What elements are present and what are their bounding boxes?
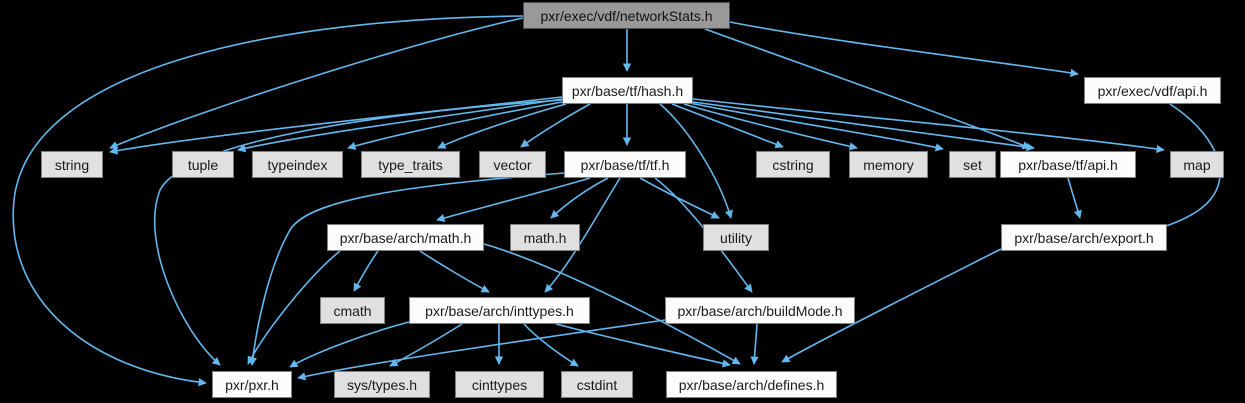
graph-node-label: map bbox=[1183, 156, 1211, 173]
graph-edge bbox=[523, 323, 579, 367]
graph-edge bbox=[1067, 177, 1082, 219]
graph-edge bbox=[389, 323, 463, 367]
graph-node-label: utility bbox=[720, 229, 752, 246]
graph-node-label: pxr/base/arch/defines.h bbox=[678, 376, 825, 393]
graph-node-archdefines[interactable]: pxr/base/arch/defines.h bbox=[666, 371, 837, 398]
graph-edge bbox=[347, 101, 563, 150]
graph-node-label: cmath bbox=[333, 302, 372, 319]
graph-edge bbox=[419, 250, 490, 293]
graph-node-cinttypes[interactable]: cinttypes bbox=[455, 371, 544, 398]
graph-edge bbox=[704, 28, 1031, 150]
graph-edge bbox=[550, 177, 609, 219]
graph-node-cmath[interactable]: cmath bbox=[320, 297, 385, 324]
graph-edge bbox=[683, 103, 858, 151]
graph-edge bbox=[109, 17, 524, 149]
graph-node-label: cinttypes bbox=[471, 376, 528, 393]
graph-node-label: tuple bbox=[187, 156, 219, 173]
graph-edge bbox=[555, 323, 731, 368]
graph-node-label: typeindex bbox=[267, 156, 328, 173]
graph-node-archinttypes[interactable]: pxr/base/arch/inttypes.h bbox=[409, 297, 590, 324]
graph-edge bbox=[353, 250, 379, 292]
graph-edge bbox=[729, 21, 1079, 77]
graph-node-label: cstring bbox=[772, 156, 814, 173]
graph-node-label: pxr/base/arch/math.h bbox=[339, 229, 472, 246]
graph-node-cstdint[interactable]: cstdint bbox=[561, 371, 633, 398]
graph-node-tfapi[interactable]: pxr/base/tf/api.h bbox=[1000, 151, 1136, 178]
graph-edge bbox=[297, 319, 666, 381]
graph-edge bbox=[483, 243, 741, 365]
graph-edge bbox=[247, 250, 341, 365]
graph-node-pxrpxr[interactable]: pxr/pxr.h bbox=[212, 371, 292, 398]
graph-node-tfhash[interactable]: pxr/base/tf/hash.h bbox=[562, 77, 693, 104]
graph-edge bbox=[520, 103, 591, 148]
graph-node-label: type_traits bbox=[378, 156, 443, 173]
graph-node-memory[interactable]: memory bbox=[849, 151, 928, 178]
graph-node-label: pxr/base/tf/tf.h bbox=[580, 156, 670, 173]
graph-node-cstring[interactable]: cstring bbox=[756, 151, 830, 178]
graph-node-vdfapi[interactable]: pxr/exec/vdf/api.h bbox=[1084, 77, 1221, 104]
graph-edge bbox=[544, 177, 621, 293]
graph-edge bbox=[689, 102, 944, 152]
graph-node-networkStats[interactable]: pxr/exec/vdf/networkStats.h bbox=[523, 2, 730, 29]
graph-node-tuple[interactable]: tuple bbox=[172, 151, 234, 178]
graph-node-label: pxr/base/arch/buildMode.h bbox=[677, 302, 843, 319]
graph-node-typeindex[interactable]: typeindex bbox=[252, 151, 343, 178]
graph-node-label: cstdint bbox=[576, 376, 618, 393]
graph-node-label: memory bbox=[863, 156, 914, 173]
graph-node-archexport[interactable]: pxr/base/arch/export.h bbox=[1001, 224, 1167, 251]
graph-edge bbox=[781, 248, 1002, 363]
graph-node-utility[interactable]: utility bbox=[703, 224, 769, 251]
graph-node-label: vector bbox=[493, 156, 532, 173]
graph-edge bbox=[659, 103, 733, 219]
graph-node-label: math.h bbox=[523, 229, 567, 246]
graph-edge bbox=[12, 15, 524, 387]
graph-node-label: pxr/pxr.h bbox=[225, 376, 279, 393]
graph-node-tftf[interactable]: pxr/base/tf/tf.h bbox=[564, 151, 686, 178]
graph-node-label: set bbox=[963, 156, 982, 173]
graph-node-label: pxr/base/arch/inttypes.h bbox=[425, 302, 574, 319]
graph-edge bbox=[692, 101, 1035, 152]
graph-node-archmath[interactable]: pxr/base/arch/math.h bbox=[327, 224, 484, 251]
graph-edge bbox=[437, 103, 567, 149]
graph-node-vector[interactable]: vector bbox=[479, 151, 546, 178]
graph-node-archbuildmode[interactable]: pxr/base/arch/buildMode.h bbox=[665, 297, 855, 324]
graph-node-type_traits[interactable]: type_traits bbox=[361, 151, 460, 178]
graph-node-label: pxr/exec/vdf/api.h bbox=[1097, 82, 1208, 99]
graph-edge bbox=[750, 323, 759, 365]
graph-node-systypes[interactable]: sys/types.h bbox=[334, 371, 430, 398]
graph-edge bbox=[237, 98, 563, 153]
graph-node-label: pxr/base/tf/hash.h bbox=[571, 82, 684, 99]
graph-edge bbox=[671, 103, 784, 149]
graph-node-label: pxr/base/tf/api.h bbox=[1018, 156, 1118, 173]
graph-edge bbox=[692, 98, 1165, 154]
graph-node-label: pxr/exec/vdf/networkStats.h bbox=[540, 7, 713, 24]
graph-node-label: string bbox=[54, 156, 90, 173]
graph-node-map[interactable]: map bbox=[1170, 151, 1224, 178]
graph-node-string[interactable]: string bbox=[41, 151, 103, 178]
graph-edge bbox=[436, 177, 591, 222]
graph-node-set[interactable]: set bbox=[949, 151, 996, 178]
graph-node-label: pxr/base/arch/export.h bbox=[1014, 229, 1154, 246]
graph-edge bbox=[248, 172, 565, 366]
graph-edge bbox=[289, 321, 410, 368]
graph-node-mathh[interactable]: math.h bbox=[510, 224, 580, 251]
graph-edge bbox=[109, 96, 563, 155]
graph-edge bbox=[639, 177, 720, 219]
graph-node-label: sys/types.h bbox=[346, 376, 418, 393]
